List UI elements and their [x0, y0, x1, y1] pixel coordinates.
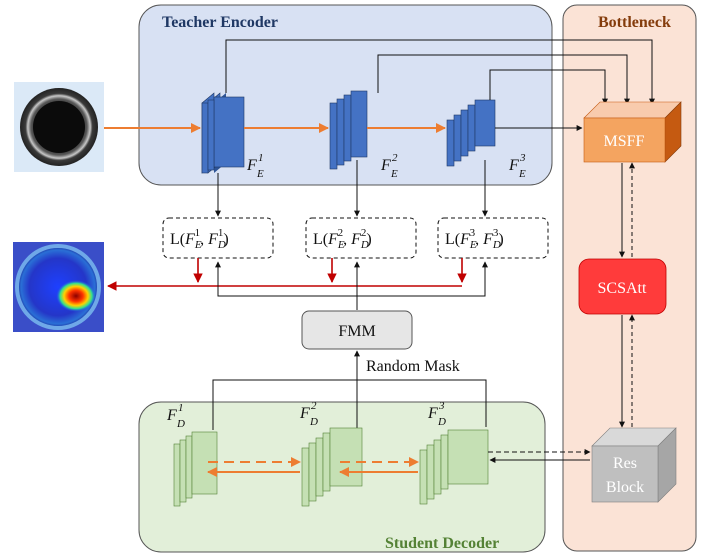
feature-label-fd1: F D 1: [166, 402, 185, 430]
svg-text:FMM: FMM: [338, 323, 375, 340]
svg-text:Block: Block: [606, 479, 644, 496]
feature-label-fd2: F D 2: [299, 400, 318, 428]
input-image: [14, 82, 104, 172]
svg-text:E: E: [390, 168, 398, 180]
svg-text:F: F: [427, 405, 438, 422]
svg-text:L(FE2, FD2): L(FE2, FD2): [313, 227, 372, 251]
svg-text:2: 2: [392, 152, 398, 164]
feature-label-fe1: F E 1: [246, 152, 264, 180]
res-block-module: Res Block: [591, 427, 677, 503]
feature-label-fd3: F D 3: [427, 400, 446, 428]
loss-box-3: L(FE3, FD3): [437, 217, 549, 259]
decoder-block-3: [419, 429, 489, 505]
feature-label-fe3: F E 3: [508, 152, 526, 180]
svg-text:1: 1: [258, 152, 264, 164]
scsatt-module: SCSAtt: [578, 258, 667, 315]
svg-text:D: D: [309, 416, 318, 428]
svg-text:F: F: [246, 157, 257, 174]
svg-text:F: F: [380, 157, 391, 174]
feature-label-fe2: F E 2: [380, 152, 398, 180]
svg-text:F: F: [166, 407, 177, 424]
bottleneck-connections: [619, 162, 635, 428]
encoder-to-loss-arrows: [215, 160, 488, 217]
encoder-block-1: [201, 92, 245, 174]
svg-text:1: 1: [178, 402, 184, 414]
anomaly-heatmap-image: [13, 242, 104, 332]
anomaly-map-arrows: [107, 258, 467, 291]
encoder-block-3: [446, 99, 496, 167]
encoder-block-2: [329, 90, 368, 170]
svg-text:L(FE1, FD1): L(FE1, FD1): [170, 227, 229, 251]
encoder-to-msff-connections: [225, 39, 655, 131]
fmm-module: FMM: [301, 310, 413, 350]
svg-text:SCSAtt: SCSAtt: [598, 280, 647, 297]
decoder-block-1: [173, 431, 218, 507]
loss-box-1: L(FE1, FD1): [162, 217, 274, 259]
svg-text:3: 3: [438, 400, 445, 412]
loss-box-2: L(FE2, FD2): [305, 217, 417, 259]
svg-text:F: F: [508, 157, 519, 174]
svg-text:MSFF: MSFF: [604, 133, 645, 150]
svg-text:E: E: [518, 168, 526, 180]
teacher-encoder-title: Teacher Encoder: [162, 14, 278, 31]
random-mask-label: Random Mask: [366, 358, 460, 375]
svg-text:F: F: [299, 405, 310, 422]
svg-text:D: D: [437, 416, 446, 428]
decoder-flow-arrows: [207, 457, 419, 477]
msff-module: MSFF: [583, 101, 682, 163]
student-decoder-title: Student Decoder: [385, 535, 499, 552]
svg-text:Res: Res: [613, 455, 637, 472]
svg-text:3: 3: [519, 152, 526, 164]
decoder-to-fmm-connections: [212, 350, 487, 430]
svg-text:L(FE3, FD3): L(FE3, FD3): [445, 227, 504, 251]
decoder-to-res-block-connections: [488, 449, 591, 463]
bottleneck-title: Bottleneck: [598, 14, 671, 31]
svg-text:2: 2: [311, 400, 317, 412]
svg-text:E: E: [256, 168, 264, 180]
fmm-to-loss-arrows: [215, 261, 488, 310]
svg-text:D: D: [176, 418, 185, 430]
